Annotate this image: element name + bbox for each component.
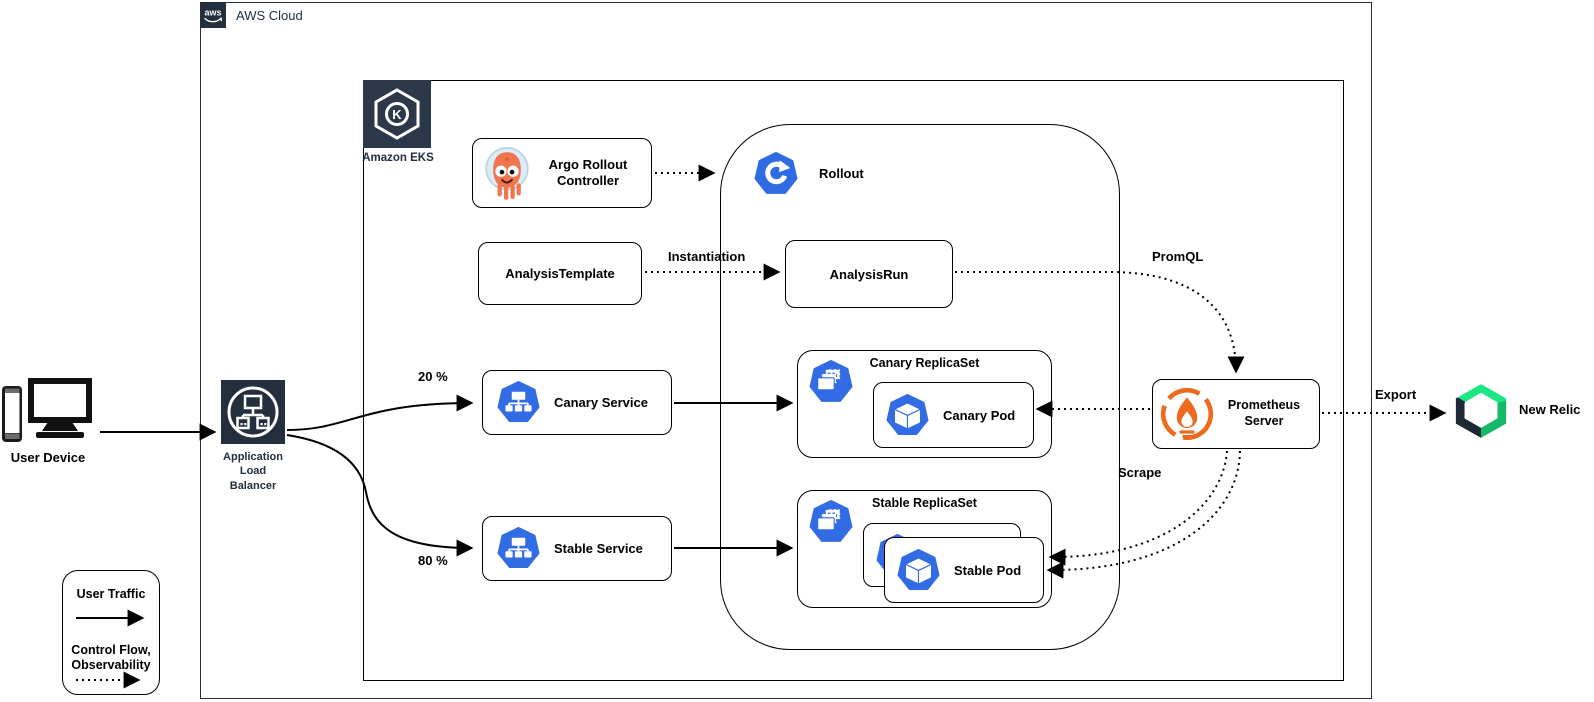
stable-pod-node: Stable Pod bbox=[884, 537, 1044, 603]
kubernetes-replicaset-icon bbox=[809, 499, 853, 542]
kubernetes-replicaset-icon bbox=[809, 359, 853, 402]
stable-replicaset-node: Stable ReplicaSet Stable Pod bbox=[797, 490, 1052, 608]
kubernetes-pod-icon bbox=[886, 393, 929, 435]
canary-replicaset-label: Canary ReplicaSet bbox=[869, 356, 980, 370]
canary-service-label: Canary Service bbox=[554, 395, 648, 410]
user-device-icon bbox=[2, 378, 92, 442]
stable-service-label: Stable Service bbox=[554, 541, 643, 556]
load-balancer-icon bbox=[221, 380, 285, 444]
canary-replicaset-node: Canary ReplicaSet Canary Pod bbox=[797, 350, 1052, 458]
alb-label-line2: Load bbox=[239, 465, 267, 478]
prometheus-server-label: Prometheus Server bbox=[1227, 398, 1301, 428]
stable-pod-label: Stable Pod bbox=[954, 562, 1022, 578]
alb-label: Application Load Balancer bbox=[206, 450, 300, 493]
amazon-eks-container: K Amazon EKS bbox=[362, 80, 1344, 681]
analysis-run-label: AnalysisRun bbox=[829, 266, 909, 282]
argo-rollout-icon bbox=[754, 151, 798, 194]
canary-service-node: Canary Service bbox=[482, 370, 672, 435]
aws-cloud-container: aws AWS Cloud bbox=[200, 2, 1372, 699]
analysis-template-label: AnalysisTemplate bbox=[505, 266, 615, 281]
prometheus-server-node: Prometheus Server bbox=[1152, 379, 1320, 449]
edge-label-scrape: Scrape bbox=[1118, 465, 1162, 480]
new-relic-label: New Relic bbox=[1519, 402, 1581, 417]
legend-control-flow-label: Control Flow, Observability bbox=[71, 643, 151, 672]
rollout-label: Rollout bbox=[819, 166, 864, 181]
stable-service-node: Stable Service bbox=[482, 516, 672, 581]
edge-label-promql: PromQL bbox=[1152, 249, 1204, 264]
new-relic-icon bbox=[1455, 384, 1507, 438]
rollout-group-container: Rollout bbox=[720, 124, 1120, 650]
stable-replicaset-label: Stable ReplicaSet bbox=[872, 496, 977, 510]
aws-logo-text: aws bbox=[204, 8, 221, 18]
argo-rollout-controller-label: Argo Rollout Controller bbox=[548, 156, 628, 188]
eks-icon: K bbox=[363, 80, 431, 148]
edge-label-export: Export bbox=[1375, 387, 1417, 402]
aws-cloud-label: AWS Cloud bbox=[236, 8, 303, 23]
legend-user-traffic-label: User Traffic bbox=[76, 587, 146, 601]
legend-box: User Traffic Control Flow, Observability bbox=[62, 570, 160, 695]
alb-label-line3: Balancer bbox=[229, 479, 277, 492]
edge-label-instantiation: Instantiation bbox=[668, 249, 746, 264]
argo-rollout-controller-node: Argo Rollout Controller bbox=[472, 138, 652, 208]
aws-logo-icon: aws bbox=[200, 2, 226, 28]
edge-label-stable-percent: 80 % bbox=[418, 553, 448, 568]
argo-octopus-icon bbox=[485, 147, 529, 200]
analysis-template-node: AnalysisTemplate bbox=[478, 242, 642, 305]
kubernetes-service-icon bbox=[497, 380, 540, 422]
kubernetes-service-icon bbox=[497, 526, 540, 568]
canary-pod-node: Canary Pod bbox=[873, 382, 1034, 448]
amazon-eks-label: Amazon EKS bbox=[362, 152, 434, 164]
edge-label-canary-percent: 20 % bbox=[418, 369, 448, 384]
canary-pod-label: Canary Pod bbox=[943, 407, 1016, 423]
eks-icon-letter: K bbox=[392, 107, 402, 122]
prometheus-icon bbox=[1160, 387, 1214, 441]
user-device-label: User Device bbox=[10, 450, 86, 465]
alb-label-line1: Application bbox=[223, 451, 283, 463]
analysis-run-node: AnalysisRun bbox=[785, 240, 953, 308]
kubernetes-pod-icon bbox=[897, 548, 940, 590]
